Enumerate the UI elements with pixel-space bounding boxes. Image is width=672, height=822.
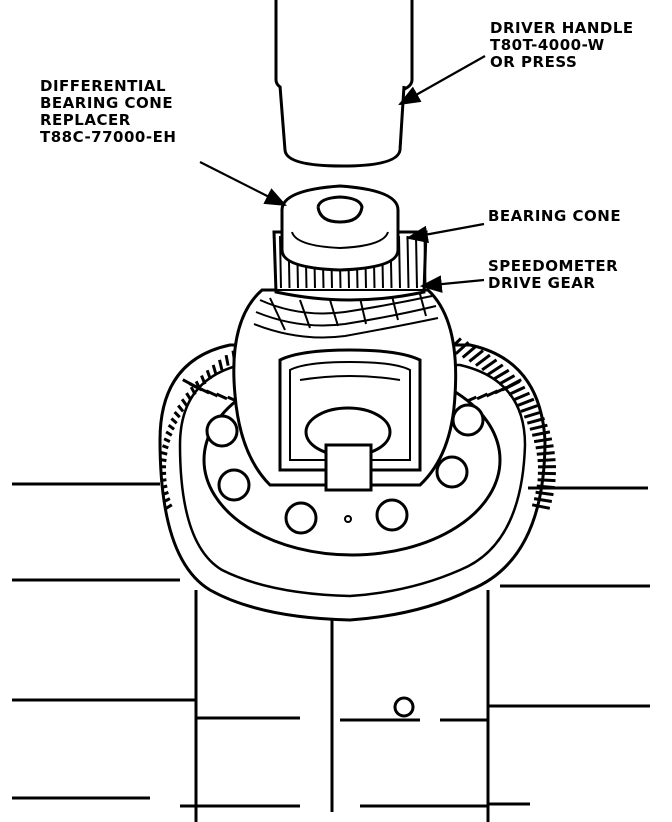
arrow-driver-handle (398, 55, 486, 106)
gear-tooth (533, 437, 553, 444)
gear-tooth (461, 345, 477, 359)
gear-tooth (537, 478, 556, 483)
gear-tooth (215, 392, 228, 401)
label-bearing-cone: BEARING CONE (488, 207, 622, 225)
gear-tooth (476, 392, 489, 401)
leader-lines (199, 55, 486, 293)
gear-tooth (205, 369, 212, 380)
gear-tooth (173, 410, 181, 419)
label-speedometer-drive-gear: SPEEDOMETER DRIVE GEAR (488, 257, 619, 292)
gear-tooth (498, 374, 516, 386)
driver-handle (274, 0, 414, 168)
bearing-roller (423, 235, 427, 289)
gear-tooth (512, 391, 531, 402)
gear-tooth (160, 478, 167, 483)
gear-tooth (163, 497, 171, 503)
gear-tooth (492, 368, 510, 381)
gear-tooth (474, 353, 491, 367)
gear-tooth (177, 404, 185, 413)
arrow-bearing-cone (405, 222, 485, 244)
gear-tooth (180, 398, 189, 407)
gear-tooth (167, 423, 175, 431)
gear-tooth (161, 490, 169, 496)
gear-tooth (165, 430, 173, 437)
gear-tooth (200, 375, 207, 385)
label-driver-handle: DRIVER HANDLE T80T-4000-W OR PRESS (490, 19, 634, 71)
gear-tooth (218, 359, 224, 371)
bearing-roller (279, 235, 282, 289)
arrow-speedometer-gear (419, 275, 485, 293)
gear-tooth (205, 389, 219, 398)
gear-tooth (163, 437, 171, 443)
label-bearing-cone-replacer: DIFFERENTIAL BEARING CONE REPLACER T88C-… (40, 77, 177, 146)
gear-tooth (468, 349, 484, 363)
arrow-replacer (199, 161, 287, 206)
gear-tooth (508, 385, 526, 396)
gear-tooth (189, 386, 197, 396)
bearing-cone-replacer (280, 184, 400, 272)
support-fixture (12, 482, 650, 822)
gear-tooth (523, 410, 542, 419)
gear-tooth (531, 503, 551, 510)
gear-tooth (454, 341, 470, 355)
gear-tooth (161, 444, 169, 450)
gear-tooth (516, 397, 535, 408)
gear-tooth (160, 451, 168, 456)
gear-tooth (520, 404, 539, 413)
gear-tooth (160, 458, 167, 463)
gear-tooth (165, 503, 173, 510)
gear-tooth (160, 484, 168, 490)
gear-tooth (170, 417, 178, 425)
gear-tooth (531, 430, 551, 437)
gear-tooth (481, 358, 498, 372)
gear-tooth (211, 364, 218, 375)
bearing-roller (406, 235, 410, 289)
gear-tooth (185, 392, 193, 401)
gear-tooth (533, 497, 553, 503)
gear-tooth (535, 490, 554, 497)
gear-tooth (224, 354, 230, 366)
gear-tooth (536, 451, 555, 456)
gear-tooth (526, 417, 545, 425)
differential-case (232, 288, 458, 492)
bearing-roller (415, 235, 418, 289)
gear-tooth (529, 423, 548, 431)
gear-tooth (507, 378, 522, 389)
gear-tooth (487, 363, 504, 376)
gear-tooth (537, 458, 556, 463)
gear-tooth (536, 484, 555, 490)
gear-tooth (535, 444, 554, 450)
